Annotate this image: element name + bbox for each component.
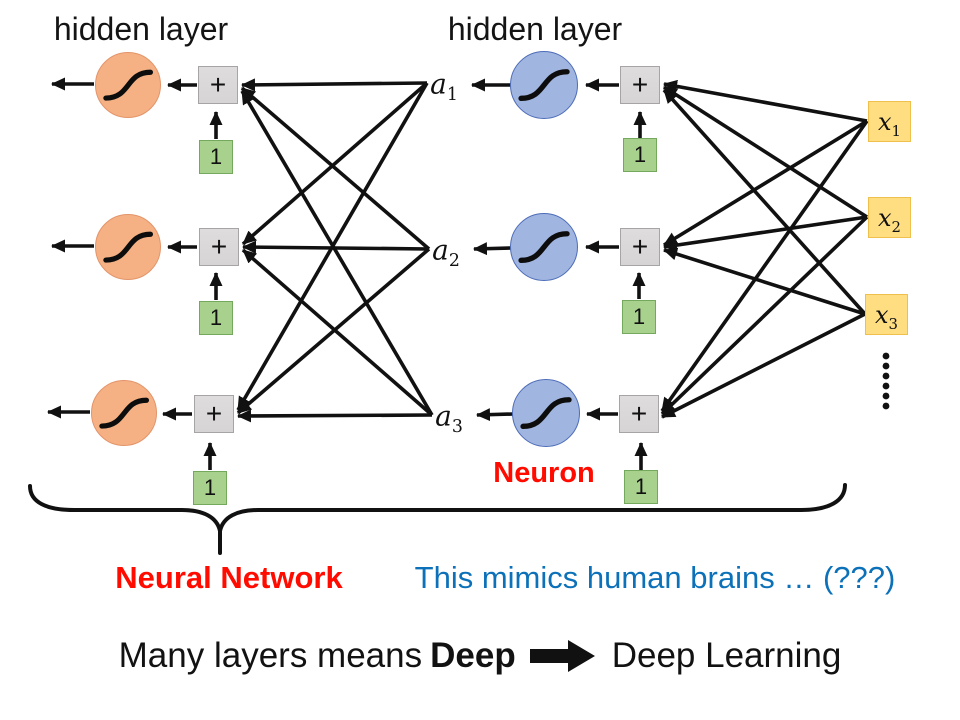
bias-arrows [203, 111, 648, 470]
x-sub: 2 [891, 217, 901, 236]
bias-node-right-1: 1 [623, 138, 657, 172]
bias-node-left-1: 1 [199, 140, 233, 174]
more-inputs-ellipsis-icon [882, 352, 890, 410]
neuron-annotation: Neuron [493, 457, 595, 489]
bias-node-right-2: 1 [622, 300, 656, 334]
a-sub: 2 [448, 251, 460, 272]
bias-value: 1 [203, 475, 217, 500]
x-sub: 3 [888, 314, 898, 333]
underbrace-icon [28, 483, 847, 555]
bias-value: 1 [209, 144, 223, 169]
x-base: x [874, 300, 889, 329]
plus-sign: + [205, 398, 223, 429]
hidden-layer-label-left: hidden layer [53, 11, 229, 47]
a-sub: 1 [446, 85, 458, 106]
sum-node-left-3: + [194, 395, 234, 433]
bias-node-left-2: 1 [199, 301, 233, 335]
bias-node-right-3: 1 [624, 470, 658, 504]
bias-node-left-3: 1 [193, 471, 227, 505]
activation-to-a-arrows [471, 78, 514, 422]
sum-node-left-2: + [199, 228, 239, 266]
input-node-x3: x3 [865, 294, 908, 335]
sigmoid-icon [518, 231, 570, 263]
sum-to-activation-arrows-right [585, 78, 619, 421]
plus-sign: + [630, 398, 648, 429]
sum-node-right-2: + [620, 228, 660, 266]
sum-node-right-3: + [619, 395, 659, 433]
a-base: a [432, 233, 449, 267]
bias-value: 1 [209, 305, 223, 330]
input-node-x2: x2 [868, 197, 911, 238]
hidden-layer-label-right: hidden layer [447, 11, 623, 47]
activation-label-a1: a1 [430, 67, 458, 104]
sigmoid-icon [99, 397, 149, 429]
x-sub: 1 [891, 121, 901, 140]
x-base: x [877, 107, 892, 136]
bias-value: 1 [634, 474, 648, 499]
sigmoid-icon [520, 397, 572, 429]
sum-node-right-1: + [620, 66, 660, 104]
right-layer-weights [660, 79, 869, 419]
caption-prefix: Many layers means [118, 636, 423, 675]
bias-value: 1 [633, 142, 647, 167]
input-node-x1: x1 [868, 101, 911, 142]
neural-network-annotation: Neural Network [115, 560, 343, 595]
input-label: x1 [877, 107, 901, 140]
sigmoid-icon [103, 231, 153, 263]
sigmoid-icon [518, 69, 570, 101]
bias-value: 1 [632, 304, 646, 329]
neuron-node-left-2 [95, 214, 161, 280]
plus-sign: + [631, 231, 649, 262]
sum-to-activation-arrows-left [162, 78, 197, 421]
deep-learning-caption: Many layers means Deep Deep Learning [0, 636, 960, 676]
neuron-node-right-3 [512, 379, 580, 447]
mimics-annotation: This mimics human brains … (???) [414, 560, 896, 595]
plus-sign: + [210, 231, 228, 262]
activation-label-a2: a2 [432, 233, 460, 270]
right-block-arrow-icon [529, 637, 596, 675]
input-label: x3 [874, 300, 898, 333]
output-arrows [47, 77, 94, 419]
caption-deep-bold: Deep [430, 636, 516, 675]
neuron-node-left-3 [91, 380, 157, 446]
plus-sign: + [631, 69, 649, 100]
sum-node-left-1: + [198, 66, 238, 104]
left-layer-weights [236, 78, 434, 423]
x-base: x [877, 203, 892, 232]
neuron-node-left-1 [95, 52, 161, 118]
neuron-node-right-1 [510, 51, 578, 119]
sigmoid-icon [103, 69, 153, 101]
a-base: a [430, 67, 447, 101]
a-base: a [435, 399, 452, 433]
plus-sign: + [209, 69, 227, 100]
neuron-node-right-2 [510, 213, 578, 281]
activation-label-a3: a3 [435, 399, 463, 436]
caption-suffix: Deep Learning [611, 636, 842, 675]
a-sub: 3 [451, 417, 463, 438]
input-label: x2 [877, 203, 901, 236]
